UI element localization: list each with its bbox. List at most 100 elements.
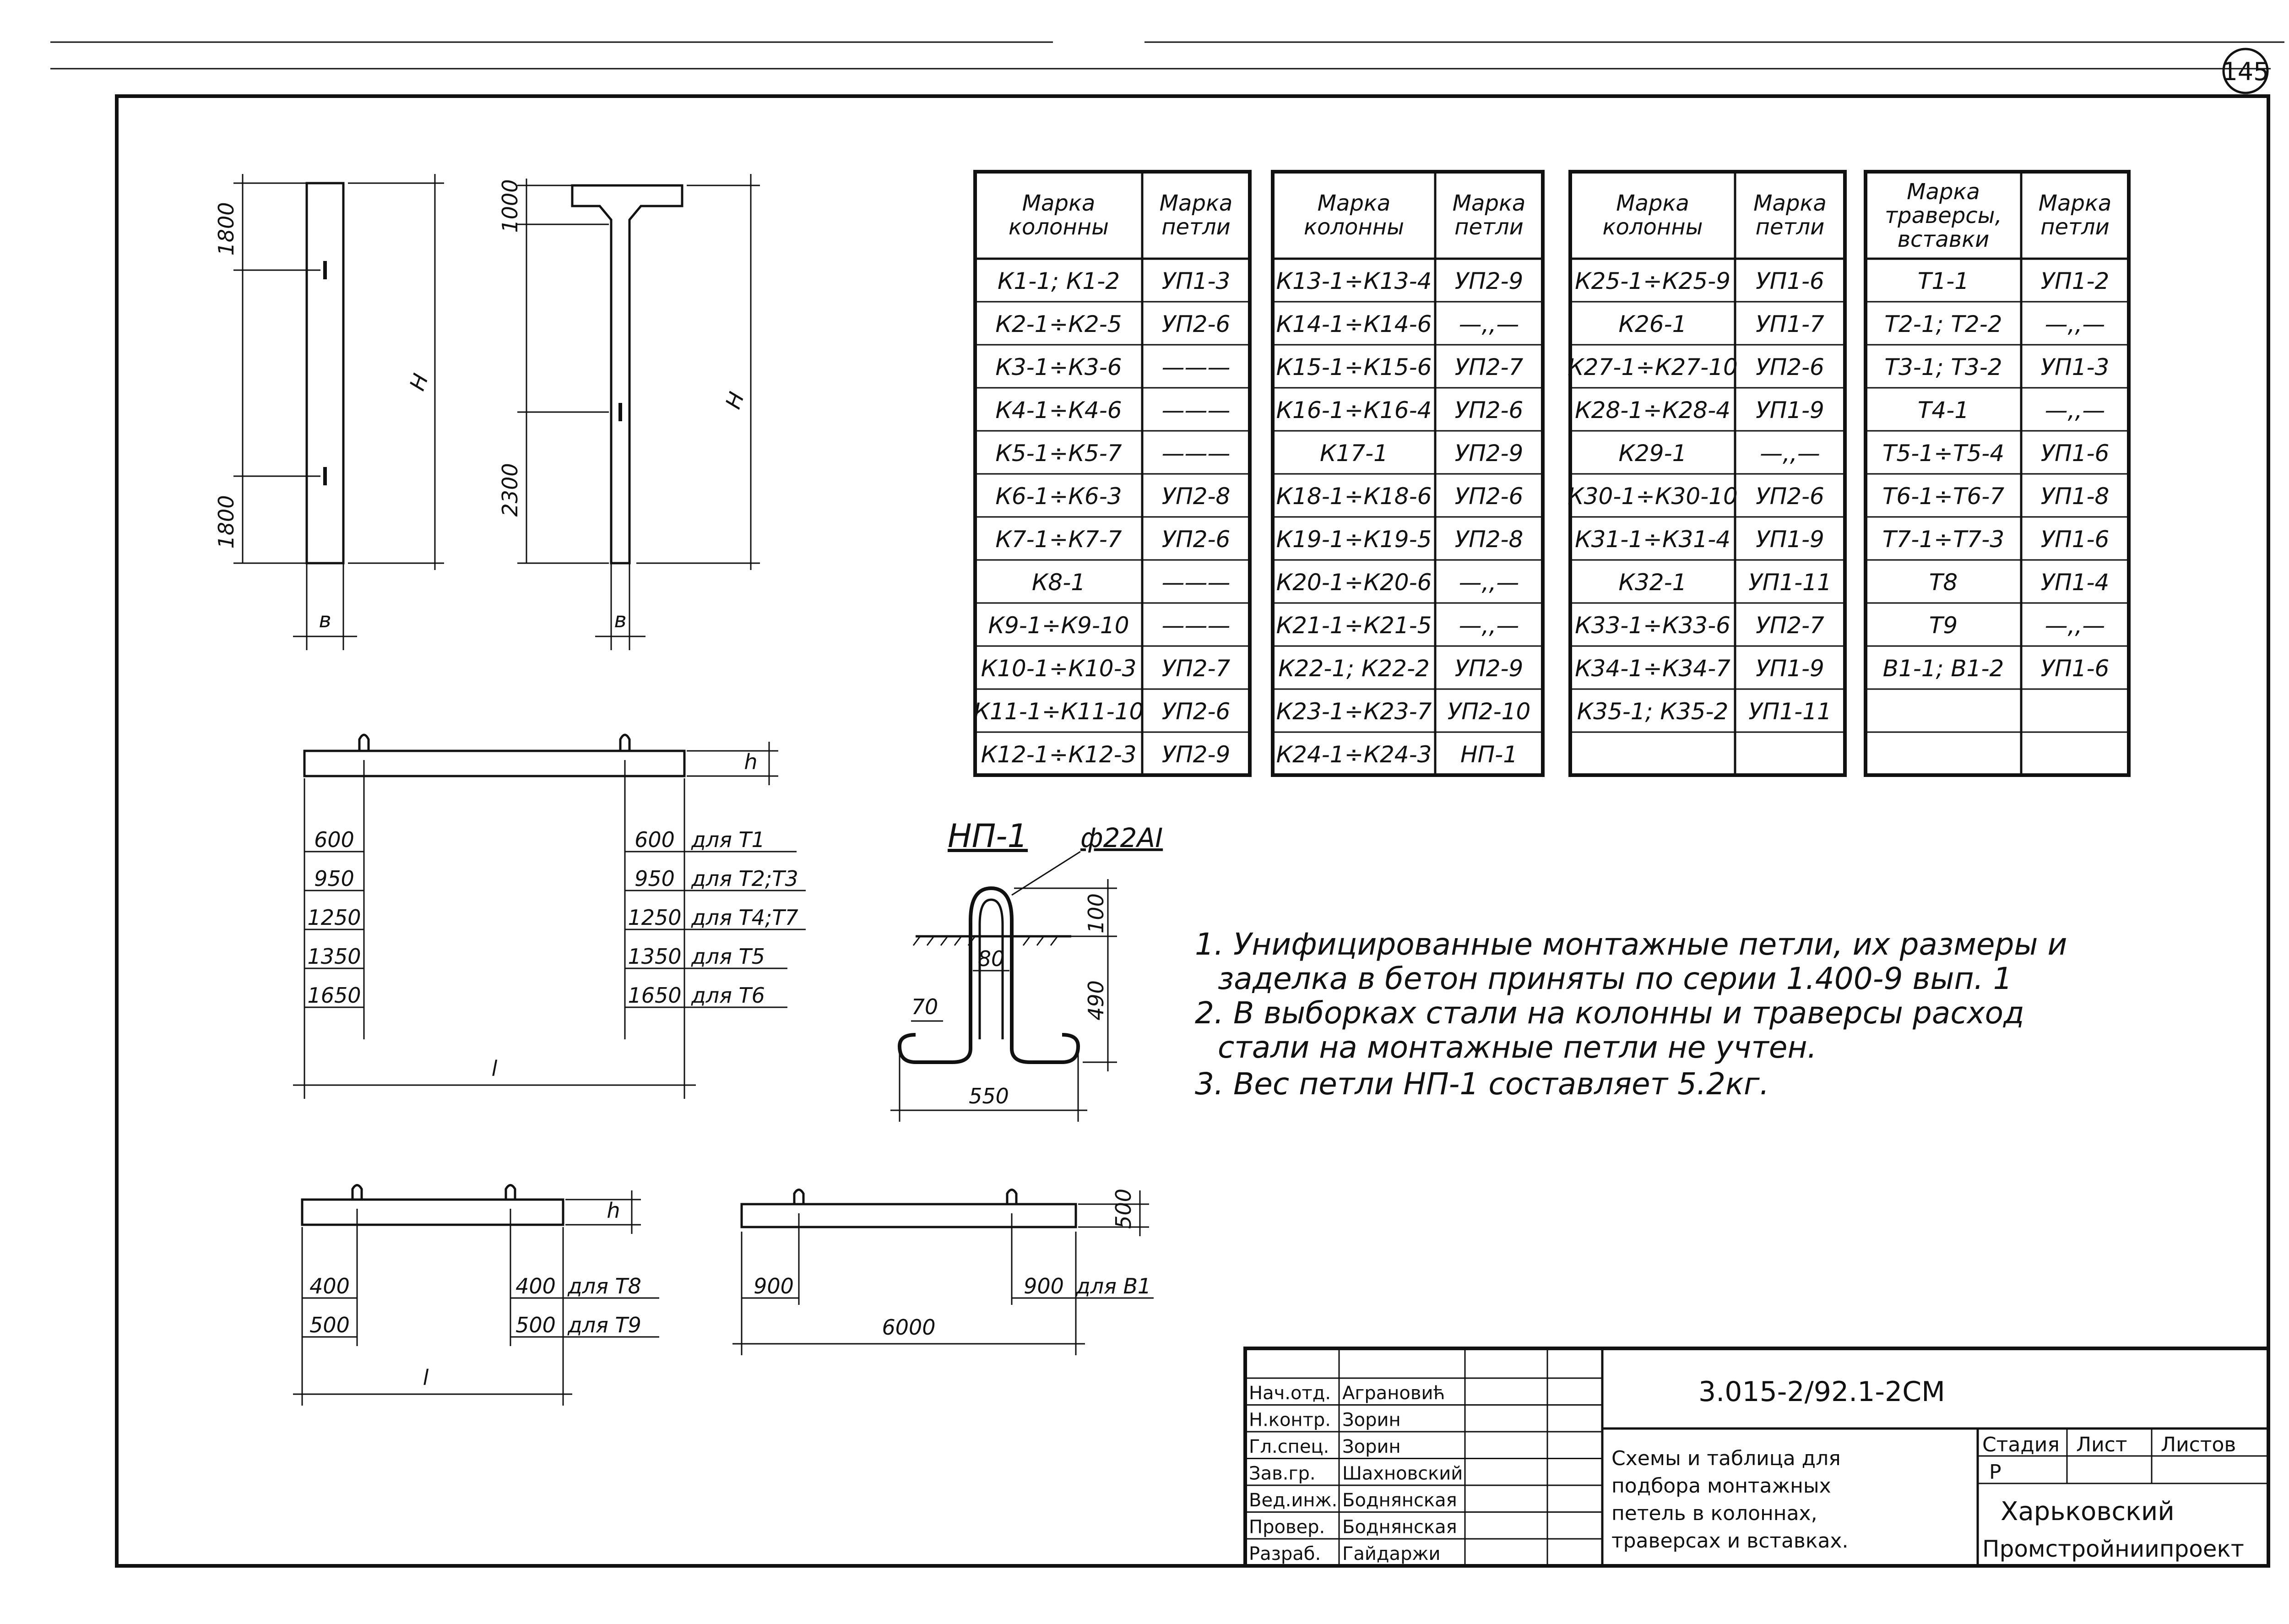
signature-row: Н.контр.Зорин xyxy=(1249,1410,1401,1431)
cell-loop-mark: УП1-2 xyxy=(2041,268,2110,294)
column-body xyxy=(571,184,683,565)
cell-element-mark: К13-1÷К13-4 xyxy=(1276,268,1432,294)
dim-top: 1000 xyxy=(498,179,522,233)
dim-left-1: 400 xyxy=(309,1274,350,1298)
cell-loop-mark: УП2-6 xyxy=(1756,483,1824,510)
dim-bottom: 1800 xyxy=(214,495,239,549)
dim-height: 500 xyxy=(1111,1189,1136,1229)
cell-loop-mark: УП1-6 xyxy=(2041,655,2110,682)
cell-element-mark: К27-1÷К27-10 xyxy=(1568,354,1738,380)
cell-element-mark: Т4-1 xyxy=(1918,397,1969,424)
dim-right-4: 1350 xyxy=(628,944,681,969)
loop-hook-right xyxy=(1010,1033,1080,1064)
dim-length: 6000 xyxy=(882,1315,935,1340)
dim-right-3: 1250 xyxy=(628,905,681,930)
cell-loop-mark: УП2-8 xyxy=(1455,526,1524,553)
cell-loop-mark: УП2-6 xyxy=(1455,483,1524,510)
cell-loop-mark: ——— xyxy=(1162,397,1231,424)
cell-loop-mark: —,,— xyxy=(1459,569,1519,596)
signature-grid: Нач.отд.АграновићН.контр.ЗоринГл.спец.Зо… xyxy=(1245,1377,1602,1564)
traverse-scheme-2: h 400 500 400 для Т8 500 для Т9 l xyxy=(293,1184,659,1406)
cell-element-mark: К33-1÷К33-6 xyxy=(1575,612,1730,639)
note-line-3: 2. В выборках стали на колонны и траверс… xyxy=(1195,995,2024,1031)
sheets-label: Листов xyxy=(2161,1433,2236,1456)
dim-right-5: 1650 xyxy=(628,983,681,1008)
cell-loop-mark: УП1-7 xyxy=(1756,311,1824,337)
cell-element-mark: Т6-1÷Т6-7 xyxy=(1882,483,2004,510)
cell-element-mark: В1-1; В1-2 xyxy=(1883,655,2004,682)
cell-element-mark: К22-1; К22-2 xyxy=(1278,655,1430,682)
cell-element-mark: Т8 xyxy=(1929,569,1958,596)
cell-element-mark: К20-1÷К20-6 xyxy=(1276,569,1432,596)
dim-left-5: 1650 xyxy=(307,983,361,1008)
cell-loop-mark: УП2-6 xyxy=(1162,526,1231,553)
loop-mark xyxy=(793,1189,805,1204)
cell-loop-mark: ——— xyxy=(1162,569,1231,596)
dim-top: 1800 xyxy=(214,202,239,255)
cell-element-mark: К35-1; К35-2 xyxy=(1577,698,1729,725)
table-row: Т4-1—,,— xyxy=(1918,397,2105,424)
dim-right-4-label: для Т5 xyxy=(691,944,765,969)
cell-loop-mark: УП2-6 xyxy=(1756,354,1824,380)
loop-title: НП-1 xyxy=(948,817,1028,855)
cell-loop-mark: УП2-10 xyxy=(1448,698,1531,725)
signature-role: Нач.отд. xyxy=(1249,1383,1331,1404)
cell-loop-mark: —,,— xyxy=(2045,311,2105,337)
signature-name: Зорин xyxy=(1342,1436,1401,1457)
dim-l: l xyxy=(423,1365,429,1390)
dim-right-3-label: для Т4;Т7 xyxy=(691,905,798,930)
table-row: К4-1÷К4-6——— xyxy=(995,397,1230,424)
table-row: К27-1÷К27-10 УП2-6 xyxy=(1568,354,1824,380)
cell-loop-mark: УП1-6 xyxy=(2041,526,2110,553)
cell-loop-mark: УП2-9 xyxy=(1455,268,1524,294)
cell-element-mark: К2-1÷К2-5 xyxy=(995,311,1122,337)
cell-loop-mark: УП2-6 xyxy=(1455,397,1524,424)
signature-role: Провер. xyxy=(1249,1517,1325,1538)
signature-row: Зав.гр.Шахновский xyxy=(1249,1463,1463,1484)
traverse-body xyxy=(301,1198,564,1226)
cell-loop-mark: УП2-7 xyxy=(1756,612,1824,639)
cell-element-mark: Т7-1÷Т7-3 xyxy=(1882,526,2004,553)
table-row: В1-1; В1-2 УП1-6 xyxy=(1883,655,2110,682)
note-line-2: заделка в бетон приняты по серии 1.400-9… xyxy=(1218,961,2012,996)
dim-right-label: для В1 xyxy=(1075,1274,1151,1298)
note-line-5: 3. Вес петли НП-1 составляет 5.2кг. xyxy=(1195,1066,1769,1102)
cell-loop-mark: УП1-3 xyxy=(1162,268,1231,294)
insert-scheme: 500 900 900 для В1 6000 xyxy=(732,1189,1154,1355)
dim-height: H xyxy=(405,370,434,394)
note-line-4: стали на монтажные петли не учтен. xyxy=(1218,1030,1817,1065)
cell-element-mark: К25-1÷К25-9 xyxy=(1575,268,1730,294)
table-row: К13-1÷К13-4 УП2-9 xyxy=(1276,268,1524,294)
cell-element-mark: К7-1÷К7-7 xyxy=(995,526,1122,553)
dim-right-1: 400 xyxy=(515,1274,556,1298)
cell-element-mark: Т5-1÷Т5-4 xyxy=(1882,440,2004,467)
cell-element-mark: К10-1÷К10-3 xyxy=(981,655,1137,682)
cell-loop-mark: УП2-7 xyxy=(1455,354,1524,380)
signature-name: Шахновский xyxy=(1342,1463,1463,1484)
table-row: Т9—,,— xyxy=(1929,612,2105,639)
cell-element-mark: К29-1 xyxy=(1619,440,1687,467)
dim-right-1: 600 xyxy=(635,827,675,852)
table-row: К20-1÷К20-6 —,,— xyxy=(1276,569,1519,596)
title-block: Нач.отд.АграновићН.контр.ЗоринГл.спец.Зо… xyxy=(1243,1347,2270,1568)
left-dims: 600 950 1250 1350 1650 xyxy=(304,827,364,1008)
table-row: Т7-1÷Т7-3 УП1-6 xyxy=(1882,526,2110,553)
